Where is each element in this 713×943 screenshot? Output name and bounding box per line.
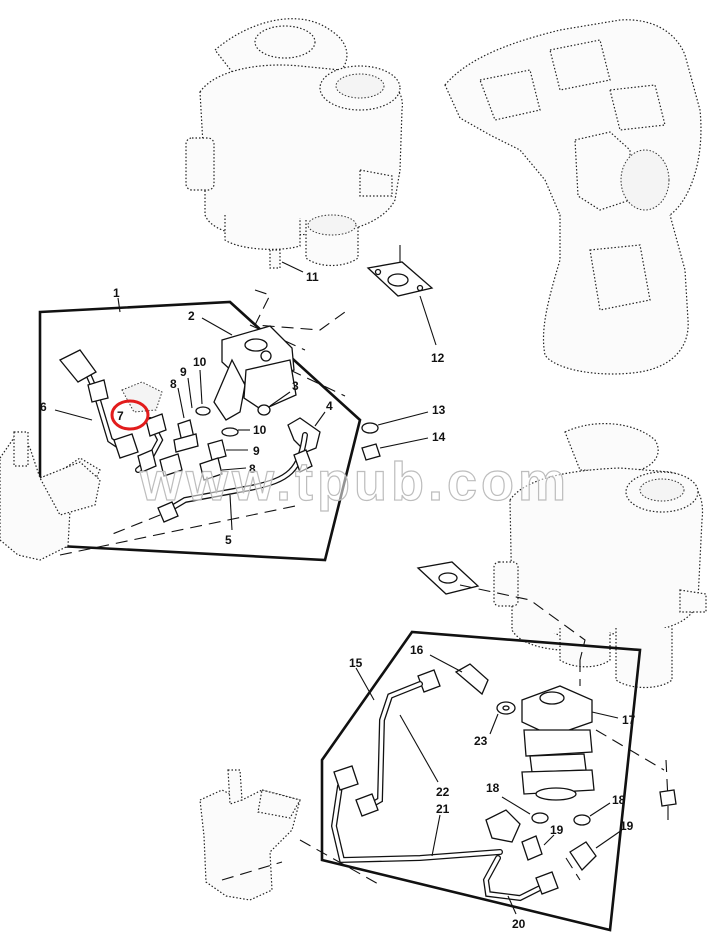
part-5-tube: [157, 432, 313, 531]
callout-20: 20: [512, 917, 526, 931]
steering-gear-housing-top: [185, 18, 403, 267]
parts-8-9-10-right: [199, 427, 250, 481]
steering-gear-housing-lower: [493, 423, 707, 689]
callout-17: 17: [622, 713, 636, 727]
callout-18b: 18: [612, 793, 626, 807]
callout-23: 23: [474, 734, 488, 748]
callout-7: 7: [117, 409, 124, 423]
part-22-tube: [355, 681, 439, 817]
part-16-elbow: [417, 654, 489, 696]
callout-9a: 9: [180, 365, 187, 379]
callout-10a: 10: [193, 355, 207, 369]
part-12-gasket: [366, 245, 437, 346]
callout-2: 2: [188, 309, 195, 323]
valve-assembly-upper-left: [0, 430, 101, 561]
part-21-tube: [330, 765, 503, 864]
callout-21: 21: [436, 802, 450, 816]
callout-15: 15: [349, 656, 363, 670]
callout-18a: 18: [486, 781, 500, 795]
callout-8a: 8: [170, 377, 177, 391]
gasket-lower: [416, 561, 586, 661]
part-13-washer: [361, 411, 429, 434]
callout-11: 11: [306, 270, 319, 284]
watermark-text: www.tpub.com: [139, 452, 570, 512]
callout-8b: 8: [249, 462, 256, 476]
callout-4: 4: [326, 399, 333, 413]
part-17-pump: [521, 660, 665, 801]
callout-22: 22: [436, 785, 450, 799]
callout-9b: 9: [253, 444, 260, 458]
callout-7-highlight-circle: [110, 399, 150, 431]
callout-12: 12: [431, 351, 445, 365]
bolt-far-right: [659, 759, 677, 820]
part-3-fitting: [257, 391, 291, 416]
callout-1: 1: [113, 286, 120, 300]
part-14-nut: [361, 437, 429, 461]
callout-5: 5: [225, 533, 232, 547]
callout-19a: 19: [550, 823, 564, 837]
part-11-bolt: [269, 249, 304, 273]
part-7-tube: [121, 381, 183, 477]
callout-19b: 19: [620, 819, 634, 833]
callout-14: 14: [432, 430, 446, 444]
part-2-pump: [201, 317, 297, 421]
valve-assembly-lower-left: [199, 769, 381, 901]
callout-3: 3: [292, 379, 299, 393]
callout-6: 6: [40, 400, 47, 414]
part-23-washer: [489, 701, 516, 735]
frame-assembly-top-right: [444, 19, 702, 375]
part-6-tube: [54, 349, 139, 459]
callout-16: 16: [410, 643, 424, 657]
callout-labels: 1 2 3 4 5 6 7 8 8 9 9 10 10 11 12 13 14 …: [40, 270, 636, 931]
callout-13: 13: [432, 403, 446, 417]
callout-10b: 10: [253, 423, 267, 437]
kit-15-outline: [320, 630, 642, 932]
parts-18-19-20: [482, 796, 623, 915]
part-4-elbow: [287, 411, 326, 453]
parts-8-9-10-left: [173, 369, 211, 453]
